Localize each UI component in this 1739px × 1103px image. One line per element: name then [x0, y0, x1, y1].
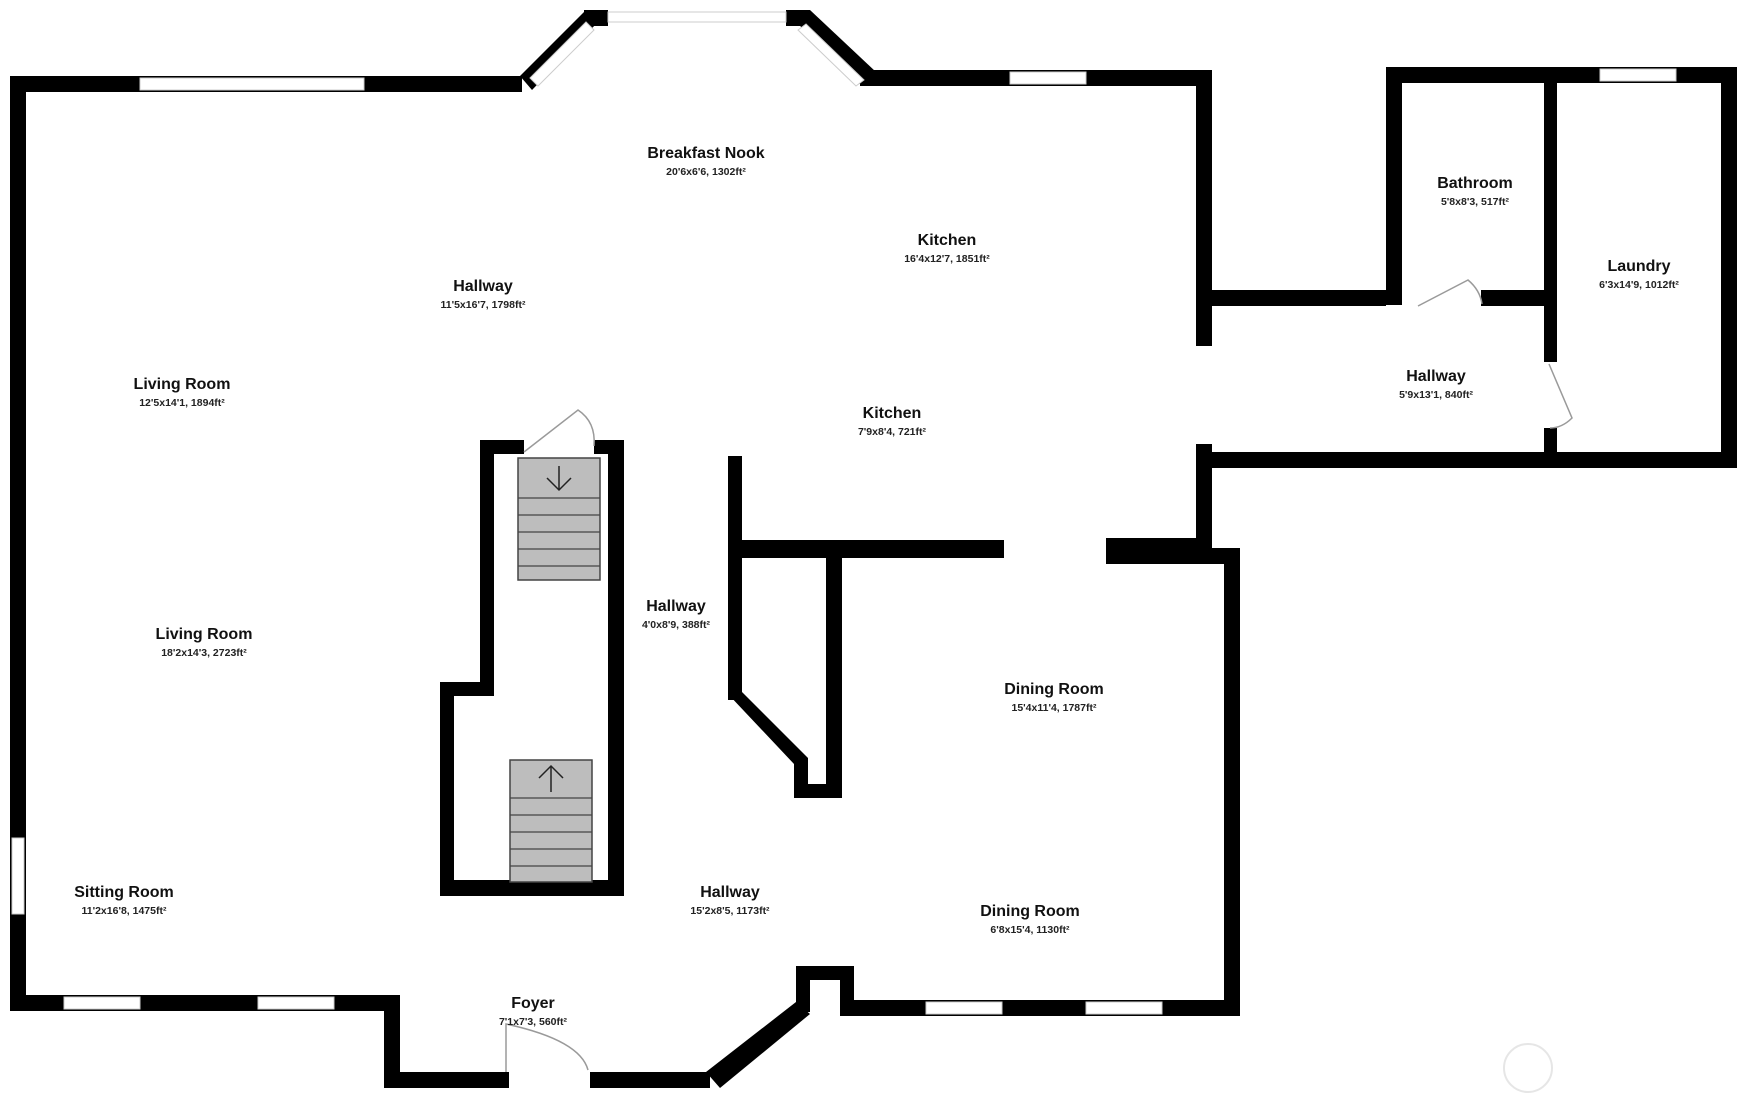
- arrow-down-icon: [546, 466, 572, 492]
- wall-stair-right: [608, 440, 624, 894]
- wall-dining-right: [1224, 548, 1240, 1016]
- door-foyer: [505, 1023, 589, 1072]
- room-labels: Breakfast Nook 20'6x6'6, 1302ft² Kitchen…: [74, 145, 1679, 1028]
- hallway-lower-name: Hallway: [700, 884, 760, 901]
- window-bottom-right-1: [925, 1001, 1003, 1015]
- window-laundry-top: [1599, 68, 1677, 82]
- hallway-stairs-name: Hallway: [646, 598, 706, 615]
- window-bottom-left-1: [63, 996, 141, 1010]
- bathroom-dims: 5'8x8'3, 517ft²: [1441, 196, 1510, 208]
- wall-dining-top-right-thick: [1106, 538, 1200, 564]
- wall-laundry-right: [1721, 67, 1737, 468]
- kitchen-upper-name: Kitchen: [918, 232, 977, 249]
- window-bay-top: [607, 11, 787, 23]
- wall-corridor-bottom: [1212, 452, 1737, 468]
- dining-room-lower-name: Dining Room: [980, 903, 1080, 920]
- wall-bottom-right: [840, 1000, 1240, 1016]
- staircase-upper: [517, 457, 601, 581]
- breakfast-nook-name: Breakfast Nook: [647, 145, 764, 162]
- window-top-right: [1009, 71, 1087, 85]
- living-room-lower-dims: 18'2x14'3, 2723ft²: [161, 647, 247, 659]
- living-room-upper-dims: 12'5x14'1, 1894ft²: [139, 397, 225, 409]
- wall-stair-bottom: [440, 880, 624, 896]
- foyer-name: Foyer: [511, 995, 555, 1012]
- foyer-dims: 7'1x7'3, 560ft²: [499, 1016, 568, 1028]
- wall-dining-partition: [826, 558, 842, 798]
- wall-kitchen-lower: [742, 540, 1004, 558]
- window-top-left: [139, 77, 365, 91]
- laundry-name: Laundry: [1607, 258, 1670, 275]
- dining-room-upper-dims: 15'4x11'4, 1787ft²: [1012, 702, 1097, 714]
- arrow-up-icon: [538, 764, 564, 792]
- wall-stair-top: [480, 440, 524, 454]
- windows: [11, 11, 1677, 1015]
- wall-stair-left-lower: [440, 682, 454, 896]
- hallway-right-name: Hallway: [1406, 368, 1466, 385]
- kitchen-lower-dims: 7'9x8'4, 721ft²: [858, 426, 927, 438]
- wall-hall-divider: [728, 456, 742, 700]
- hallway-right-dims: 5'9x13'1, 840ft²: [1399, 389, 1473, 401]
- wall-corridor-top: [1212, 290, 1386, 306]
- watermark-logo-icon: [1503, 1043, 1553, 1093]
- wall-bay-right: [796, 10, 876, 86]
- window-left: [11, 837, 25, 915]
- hallway-upper-name: Hallway: [453, 278, 513, 295]
- wall-laundry-left-lower: [1544, 428, 1557, 468]
- wall-bathroom-laundry-divider: [1544, 67, 1557, 362]
- window-bottom-right-2: [1085, 1001, 1163, 1015]
- dining-room-lower-dims: 6'8x15'4, 1130ft²: [990, 924, 1070, 936]
- hallway-lower-dims: 15'2x8'5, 1173ft²: [690, 905, 770, 917]
- wall-foyer-post-top: [796, 966, 854, 980]
- doors: [505, 279, 1573, 1072]
- kitchen-upper-dims: 16'4x12'7, 1851ft²: [904, 253, 990, 265]
- wall-stair-top-right: [594, 440, 624, 454]
- wall-bay-top-left: [584, 10, 608, 26]
- hallway-upper-dims: 11'5x16'7, 1798ft²: [441, 299, 526, 311]
- staircase-lower: [509, 759, 593, 883]
- wall-kitchen-right-upper: [1196, 70, 1212, 346]
- wall-kitchen-right-lower: [1196, 444, 1212, 548]
- hallway-stairs-dims: 4'0x8'9, 388ft²: [642, 619, 711, 631]
- wall-bottom-left-jog: [384, 995, 400, 1085]
- door-bathroom: [1417, 279, 1483, 307]
- dining-room-upper-name: Dining Room: [1004, 681, 1104, 698]
- sitting-room-dims: 11'2x16'8, 1475ft²: [82, 905, 167, 917]
- wall-foyer-diagonal: [706, 1002, 810, 1088]
- window-bay-right: [797, 23, 865, 87]
- breakfast-nook-dims: 20'6x6'6, 1302ft²: [666, 166, 746, 178]
- wall-bathroom-left: [1386, 67, 1402, 305]
- wall-stair-left-upper: [480, 440, 494, 696]
- bathroom-name: Bathroom: [1437, 175, 1513, 192]
- wall-left: [10, 76, 26, 1011]
- window-bottom-left-2: [257, 996, 335, 1010]
- wall-closet-bottom: [794, 784, 842, 798]
- door-laundry: [1548, 363, 1573, 429]
- living-room-upper-name: Living Room: [134, 376, 231, 393]
- living-room-lower-name: Living Room: [156, 626, 253, 643]
- door-stair-top: [523, 409, 595, 453]
- wall-foyer-bottom-right: [590, 1072, 710, 1088]
- wall-foyer-bottom-left: [384, 1072, 509, 1088]
- laundry-dims: 6'3x14'9, 1012ft²: [1599, 279, 1679, 291]
- wall-bathroom-top: [1386, 67, 1737, 83]
- wall-bathroom-bottom-right: [1481, 290, 1557, 306]
- interior-walls: [440, 440, 1004, 896]
- kitchen-lower-name: Kitchen: [863, 405, 922, 422]
- sitting-room-name: Sitting Room: [74, 884, 174, 901]
- window-bay-left: [529, 21, 595, 87]
